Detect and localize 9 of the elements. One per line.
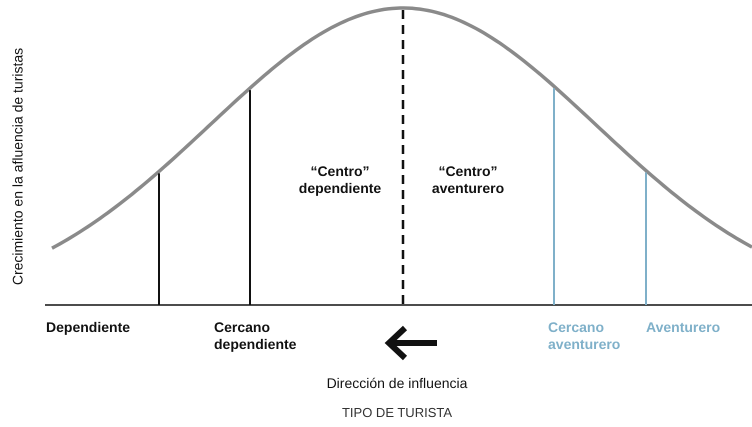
region-label: “Centro” dependiente <box>298 163 382 197</box>
region-label: “Centro” aventurero <box>430 163 506 197</box>
category-label: Cercano dependiente <box>214 319 298 353</box>
category-label: Dependiente <box>46 319 132 336</box>
axis-title: Crecimiento en la afluencia de turistas <box>10 46 26 288</box>
arrow-caption: Dirección de influencia <box>326 375 468 392</box>
axis-title: TIPO DE TURISTA <box>340 404 454 421</box>
category-label: Cercano aventurero <box>548 319 622 353</box>
category-label: Aventurero <box>646 319 722 336</box>
